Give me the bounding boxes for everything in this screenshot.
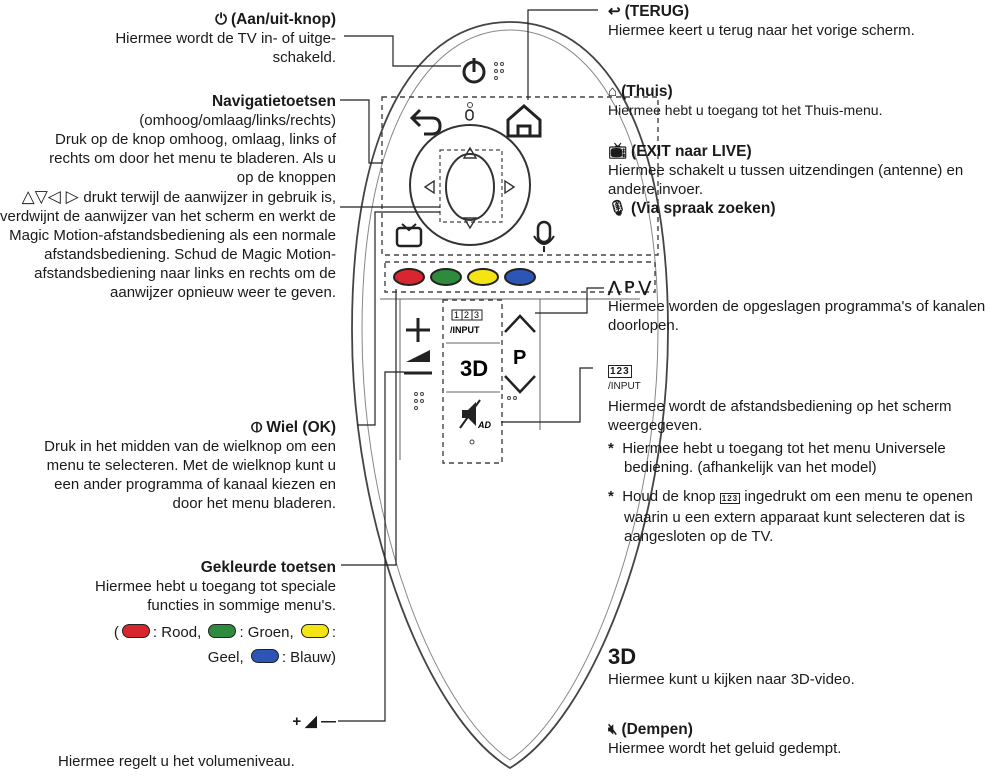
nav-title: Navigatietoetsen [211,93,336,110]
threed-callout: 3D Hiermee kunt u kijken naar 3D-video. [608,644,1002,689]
mute-icon-inline: 🔇︎ [608,721,618,738]
program-down-icon-inline: ⋁ [638,279,651,296]
wheel-icon [445,153,495,221]
colors-text: Hiermee hebt u toegang tot speciale func… [95,578,336,614]
home-text: Hiermee hebt u toegang tot het Thuis-men… [608,102,883,118]
wheel-title: Wiel (OK) [266,419,336,436]
power-text: Hiermee wordt de TV in- of uitge-schakel… [115,30,336,66]
wheel-text: Druk in het midden van de wielknop om ee… [44,438,336,512]
arrow-keys-icon: △▽◁ ▷ [21,187,84,206]
colors-callout: Gekleurde toetsen Hiermee hebt u toegang… [0,558,336,667]
green-swatch [208,624,237,638]
program-label: P [513,347,526,369]
program-up-icon [504,314,536,333]
volume-text: Hiermee regelt u het volumeniveau. [58,753,295,770]
mic-small-icon [465,109,474,121]
mute-icon: AD [459,399,491,430]
power-icon-inline: ⏻ [215,11,227,28]
nav-callout: Navigatietoetsen (omhoog/omlaag/links/re… [0,92,336,302]
exit-live-icon [395,226,423,248]
yellow-label: : [331,624,336,641]
input-note-2: * Houd de knop 123 ingedrukt om een menu… [608,488,973,545]
input-note-1-text: Hiermee hebt u toegang tot het menu Univ… [622,440,946,476]
input-123-icon: 123 [608,365,632,378]
yellow-button [467,268,499,286]
wheel-icon-inline: ⦶ [251,419,263,436]
yellow-swatch [300,624,329,638]
wheel-callout: ⦶Wiel (OK) Druk in het midden van de wie… [0,418,336,513]
remote-body [351,21,669,770]
svg-text:3: 3 [474,310,479,320]
input-123-icon-inline: 123 [719,493,741,504]
volume-callout: + ◢ — [0,712,336,731]
home-title: (Thuis) [621,83,673,100]
input-callout: 123 /INPUT Hiermee wordt de afstandsbedi… [608,360,1002,546]
svg-text:/INPUT: /INPUT [450,325,480,335]
volume-up-icon [406,318,430,342]
colors-title: Gekleurde toetsen [200,559,336,576]
program-text: Hiermee worden de opgeslagen programma's… [608,298,986,334]
home-icon-inline: ⌂ [608,83,618,100]
svg-text:2: 2 [464,310,469,320]
exit-live-icon-inline: 📺︎ [608,143,628,160]
volume-icons-inline: + ◢ — [292,713,336,730]
exit-text: Hiermee schakelt u tussen uitzendingen (… [608,162,964,198]
input-note-1: * Hiermee hebt u toegang tot het menu Un… [608,440,946,476]
volume-triangle-icon [406,350,430,362]
voice-icon-inline: 🎙︎ [608,200,628,217]
red-swatch [121,624,150,638]
blue-swatch [250,649,279,663]
program-title: P [624,279,635,296]
voice-title: (Via spraak zoeken) [631,200,776,217]
blue-label: : Blauw) [281,649,336,666]
svg-text:AD: AD [477,420,491,430]
program-up-icon-inline: ⋀ [608,279,621,296]
exit-title: (EXIT naar LIVE) [631,143,752,160]
mute-title: (Dempen) [621,721,693,738]
svg-text:1: 1 [454,310,459,320]
program-callout: ⋀P⋁ Hiermee worden de opgeslagen program… [608,278,1002,335]
back-callout: ↩(TERUG) Hiermee keert u terug naar het … [608,2,998,40]
input-label: /INPUT [608,381,641,392]
mute-callout: 🔇︎(Dempen) Hiermee wordt het geluid gede… [608,720,1002,758]
threed-text: Hiermee kunt u kijken naar 3D-video. [608,671,855,688]
input-text: Hiermee wordt de afstandsbediening op he… [608,398,952,434]
back-icon [409,108,442,136]
input-note-2a: Houd de knop [622,488,716,505]
nav-text-2: drukt terwijl de aanwijzer in gebruik is… [0,189,336,301]
input-button-graphic: 1 2 3 /INPUT [450,309,483,335]
voice-icon [536,220,552,244]
exit-callout: 📺︎(EXIT naar LIVE) Hiermee schakelt u tu… [608,142,998,218]
green-label: : Groen, [239,624,294,641]
nav-subtitle: (omhoog/omlaag/links/rechts) [139,112,336,129]
blue-button [504,268,536,286]
input-note-2b: ingedrukt om een menu te openen waarin u… [624,488,973,545]
back-icon-inline: ↩ [608,3,621,20]
power-callout: ⏻(Aan/uit-knop) Hiermee wordt de TV in- … [0,10,336,67]
home-icon [506,104,542,138]
red-button [393,268,425,286]
nav-text-1: Druk op de knop omhoog, omlaag, links of… [49,131,336,186]
threed-button-graphic: 3D [460,356,488,381]
home-callout: ⌂(Thuis) Hiermee hebt u toegang tot het … [608,82,998,120]
power-title: (Aan/uit-knop) [230,11,336,28]
green-button [430,268,462,286]
threed-label: 3D [608,644,637,669]
mute-text: Hiermee wordt het geluid gedempt. [608,740,842,757]
yellow-label-2: Geel, [207,649,244,666]
back-title: (TERUG) [624,3,690,20]
program-down-icon [504,375,536,394]
back-text: Hiermee keert u terug naar het vorige sc… [608,22,915,39]
red-label: : Rood, [152,624,202,641]
